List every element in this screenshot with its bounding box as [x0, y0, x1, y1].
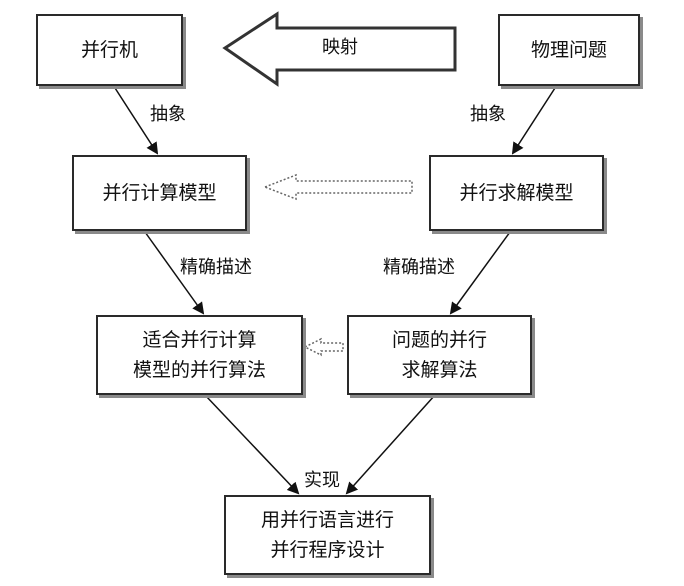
- label-implement: 实现: [304, 470, 340, 491]
- node-model-parallel-algorithm: 适合并行计算 模型的并行算法: [96, 315, 303, 395]
- node-problem-parallel-algorithm-line1: 问题的并行: [391, 329, 487, 351]
- mapping-arrow: [222, 11, 457, 87]
- node-model-parallel-algorithm-line1: 适合并行计算: [142, 329, 257, 351]
- label-precise-left: 精确描述: [180, 257, 252, 278]
- node-parallel-solving-model-label: 并行求解模型: [459, 182, 574, 204]
- node-problem-parallel-algorithm-line2: 求解算法: [401, 359, 478, 381]
- node-parallel-machine: 并行机: [36, 14, 183, 86]
- node-model-parallel-algorithm-line2: 模型的并行算法: [132, 359, 266, 381]
- label-abstract-left: 抽象: [150, 104, 186, 125]
- arrow-implement-right: [345, 394, 436, 495]
- label-precise-right: 精确描述: [383, 257, 455, 278]
- dotted-arrow-lower: [303, 337, 344, 357]
- dotted-arrow-upper: [262, 173, 413, 201]
- label-abstract-right: 抽象: [470, 104, 506, 125]
- arrow-abstract-right: [511, 87, 556, 155]
- node-parallel-machine-label: 并行机: [80, 39, 138, 61]
- node-parallel-computing-model: 并行计算模型: [72, 155, 247, 231]
- node-program-design-line2: 并行程序设计: [270, 539, 385, 561]
- label-mapping: 映射: [322, 37, 358, 58]
- arrow-implement-left: [204, 394, 300, 495]
- node-physical-problem: 物理问题: [498, 14, 640, 86]
- node-physical-problem-label: 物理问题: [530, 39, 607, 61]
- node-problem-parallel-algorithm: 问题的并行 求解算法: [347, 315, 532, 395]
- node-program-design: 用并行语言进行 并行程序设计: [224, 495, 431, 575]
- arrow-precise-right: [449, 231, 511, 315]
- arrow-precise-left: [144, 231, 205, 315]
- arrow-abstract-left: [114, 87, 159, 155]
- node-program-design-line1: 用并行语言进行: [260, 509, 394, 531]
- node-parallel-computing-model-label: 并行计算模型: [102, 182, 217, 204]
- node-parallel-solving-model: 并行求解模型: [429, 155, 604, 231]
